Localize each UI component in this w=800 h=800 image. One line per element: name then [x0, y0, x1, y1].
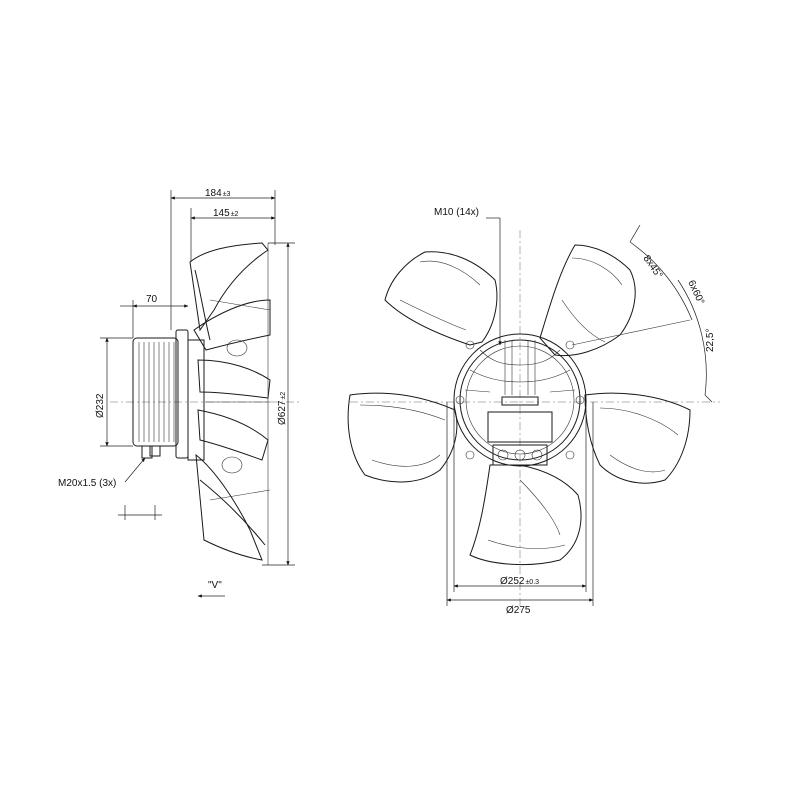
cable-gland-label: M20x1.5 (3x) — [58, 478, 116, 489]
dim-impeller-diameter: Ø627±2 — [277, 392, 288, 425]
dim-impeller-depth: 145±2 — [213, 208, 239, 219]
view-v-label: "V" — [208, 580, 222, 591]
hole-pattern-8x45: 8x45° — [641, 253, 665, 280]
motor-hub — [453, 333, 587, 467]
dim-motor-diameter: Ø232 — [95, 393, 106, 418]
side-view: 184±3 145±2 70 Ø232 Ø627±2 M20x1.5 (3x) … — [58, 188, 300, 598]
dim-motor-offset: 70 — [146, 294, 158, 305]
dim-overall-depth: 184±3 — [205, 188, 231, 199]
motor-housing — [132, 329, 189, 459]
hole-pattern-6x60: 6x60° — [685, 279, 706, 307]
angle-offset-label: 22,5° — [705, 329, 716, 352]
mounting-thread-label: M10 (14x) — [434, 207, 479, 218]
dim-bolt-circle: Ø252±0.3 — [500, 576, 539, 587]
front-view: M10 (14x) 8x45° 6x60° 22,5° Ø252±0.3 Ø27… — [347, 207, 720, 616]
dim-flange: Ø275 — [506, 605, 531, 616]
impeller-side — [187, 242, 271, 565]
